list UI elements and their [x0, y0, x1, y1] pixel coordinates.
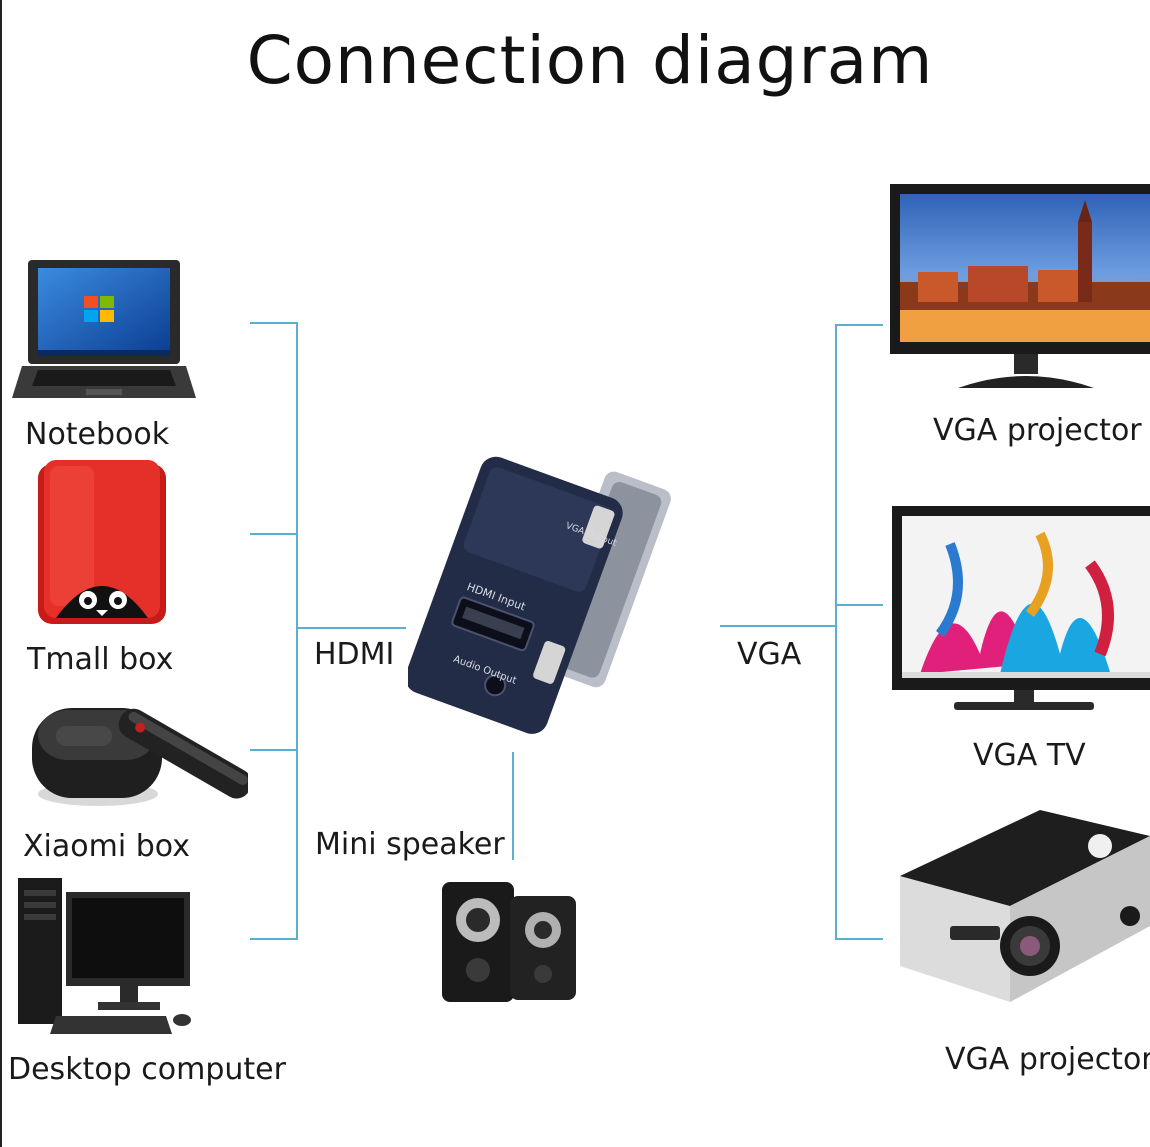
wire-audio [512, 752, 514, 860]
vga-monitor-icon [890, 184, 1150, 388]
source-label-notebook: Notebook [25, 417, 170, 452]
wire-desktop-computer [250, 938, 297, 940]
source-label-xiaomi-box: Xiaomi box [23, 829, 190, 864]
wire-xiaomi-box [250, 749, 297, 751]
wire-notebook [250, 322, 297, 324]
tmall-box-icon [38, 460, 166, 624]
wire-vga-projector-top [835, 324, 883, 326]
source-label-desktop-computer: Desktop computer [8, 1052, 286, 1087]
desktop-computer-icon [18, 878, 191, 1034]
wire-vga-tv [835, 604, 883, 606]
notebook-icon [12, 260, 196, 398]
vga-tv-icon [892, 506, 1150, 710]
target-label-vga-projector-top: VGA projector [933, 413, 1142, 448]
wire-vga-projector-bottom [835, 938, 883, 940]
mini-speaker-icon [442, 882, 576, 1002]
diagram-title: Connection diagram [246, 22, 934, 99]
target-label-vga-tv: VGA TV [973, 738, 1086, 773]
wire-hdmi-bus [296, 322, 298, 940]
wire-vga-bus [835, 324, 837, 940]
wire-vga-link [720, 625, 836, 627]
vga-projector-icon [900, 810, 1150, 1002]
hdmi-vga-adapter-icon: VGA Output HDMI Input Audio Output [408, 456, 671, 734]
source-label-tmall-box: Tmall box [27, 642, 174, 677]
mini-speaker-label: Mini speaker [315, 827, 505, 862]
hdmi-label: HDMI [314, 637, 395, 672]
target-label-vga-projector-bottom: VGA projector [945, 1042, 1150, 1077]
wire-hdmi-link [296, 627, 406, 629]
page-left-border [0, 0, 2, 1147]
vga-label: VGA [737, 637, 802, 672]
xiaomi-box-icon [32, 708, 248, 806]
wire-tmall-box [250, 533, 297, 535]
